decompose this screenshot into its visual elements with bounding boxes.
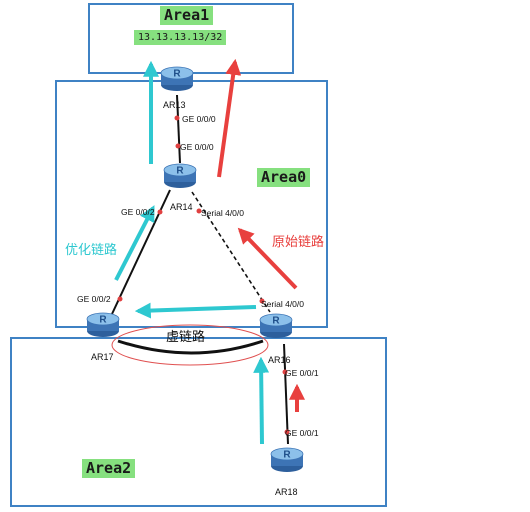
optimized-arrow-ar17-ar14 (114, 205, 155, 281)
area0-label: Area0 (257, 168, 311, 187)
iface-dot-ar17-ge002 (117, 296, 123, 302)
area2-box (10, 337, 387, 507)
iface-dot-ar16-serial (259, 298, 265, 304)
router-ar13-icon[interactable]: R (160, 63, 194, 93)
virtual-link-label: 虚链路 (166, 330, 206, 345)
svg-text:R: R (99, 315, 107, 326)
iface-label-ar14-serial: Serial 4/0/0 (201, 208, 244, 218)
optimized-path-label: 优化链路 (65, 243, 118, 258)
area2-label: Area2 (82, 459, 136, 478)
area1-label: Area1 (160, 6, 214, 25)
loopback-prefix-label: 13.13.13.13/32 (134, 30, 227, 45)
iface-dot-ar13-ge000 (174, 115, 180, 121)
iface-label-ar16-ge001: GE 0/0/1 (285, 368, 319, 378)
iface-label-ar16-serial: Serial 4/0/0 (261, 299, 304, 309)
original-arrow-ar16-ar14 (237, 227, 298, 290)
link-ar13-ar14 (176, 94, 181, 164)
svg-text:R: R (283, 450, 291, 461)
router-ar16-icon[interactable]: R (259, 310, 293, 340)
router-ar14-icon[interactable]: R (163, 160, 197, 190)
iface-dot-ar14-ge002 (157, 209, 163, 215)
original-path-label: 原始链路 (272, 235, 325, 250)
optimized-arrow-ar18-ar16 (253, 356, 270, 445)
svg-text:R: R (173, 69, 181, 80)
link-ar14-ar16-serial (191, 191, 271, 313)
router-ar18-icon[interactable]: R (270, 444, 304, 474)
virtual-link-curve (117, 339, 264, 355)
svg-text:R: R (176, 166, 184, 177)
optimized-arrow-ar16-ar17 (134, 302, 257, 319)
iface-label-ar17-ge002: GE 0/0/2 (77, 294, 111, 304)
router-ar17-name: AR17 (91, 352, 114, 362)
original-arrow-to-area1 (217, 58, 242, 178)
link-ar16-ar18 (283, 343, 289, 445)
svg-text:R: R (272, 316, 280, 327)
router-ar14-name: AR14 (170, 202, 193, 212)
iface-dot-ar16-ge001 (282, 369, 288, 375)
router-ar16-name: AR16 (268, 355, 291, 365)
virtual-link-ellipse (111, 324, 269, 366)
iface-label-ar14-ge002: GE 0/0/2 (121, 207, 155, 217)
router-ar13-name: AR13 (163, 100, 186, 110)
router-ar18-name: AR18 (275, 487, 298, 497)
iface-label-ar18-ge001: GE 0/0/1 (285, 428, 319, 438)
iface-dot-ar18-ge001 (284, 429, 290, 435)
iface-dot-ar14-serial (196, 208, 202, 214)
iface-dot-ar14-ge000 (175, 143, 181, 149)
iface-label-ar13-ge000: GE 0/0/0 (182, 114, 216, 124)
router-ar17-icon[interactable]: R (86, 309, 120, 339)
iface-label-ar14-ge000: GE 0/0/0 (180, 142, 214, 152)
